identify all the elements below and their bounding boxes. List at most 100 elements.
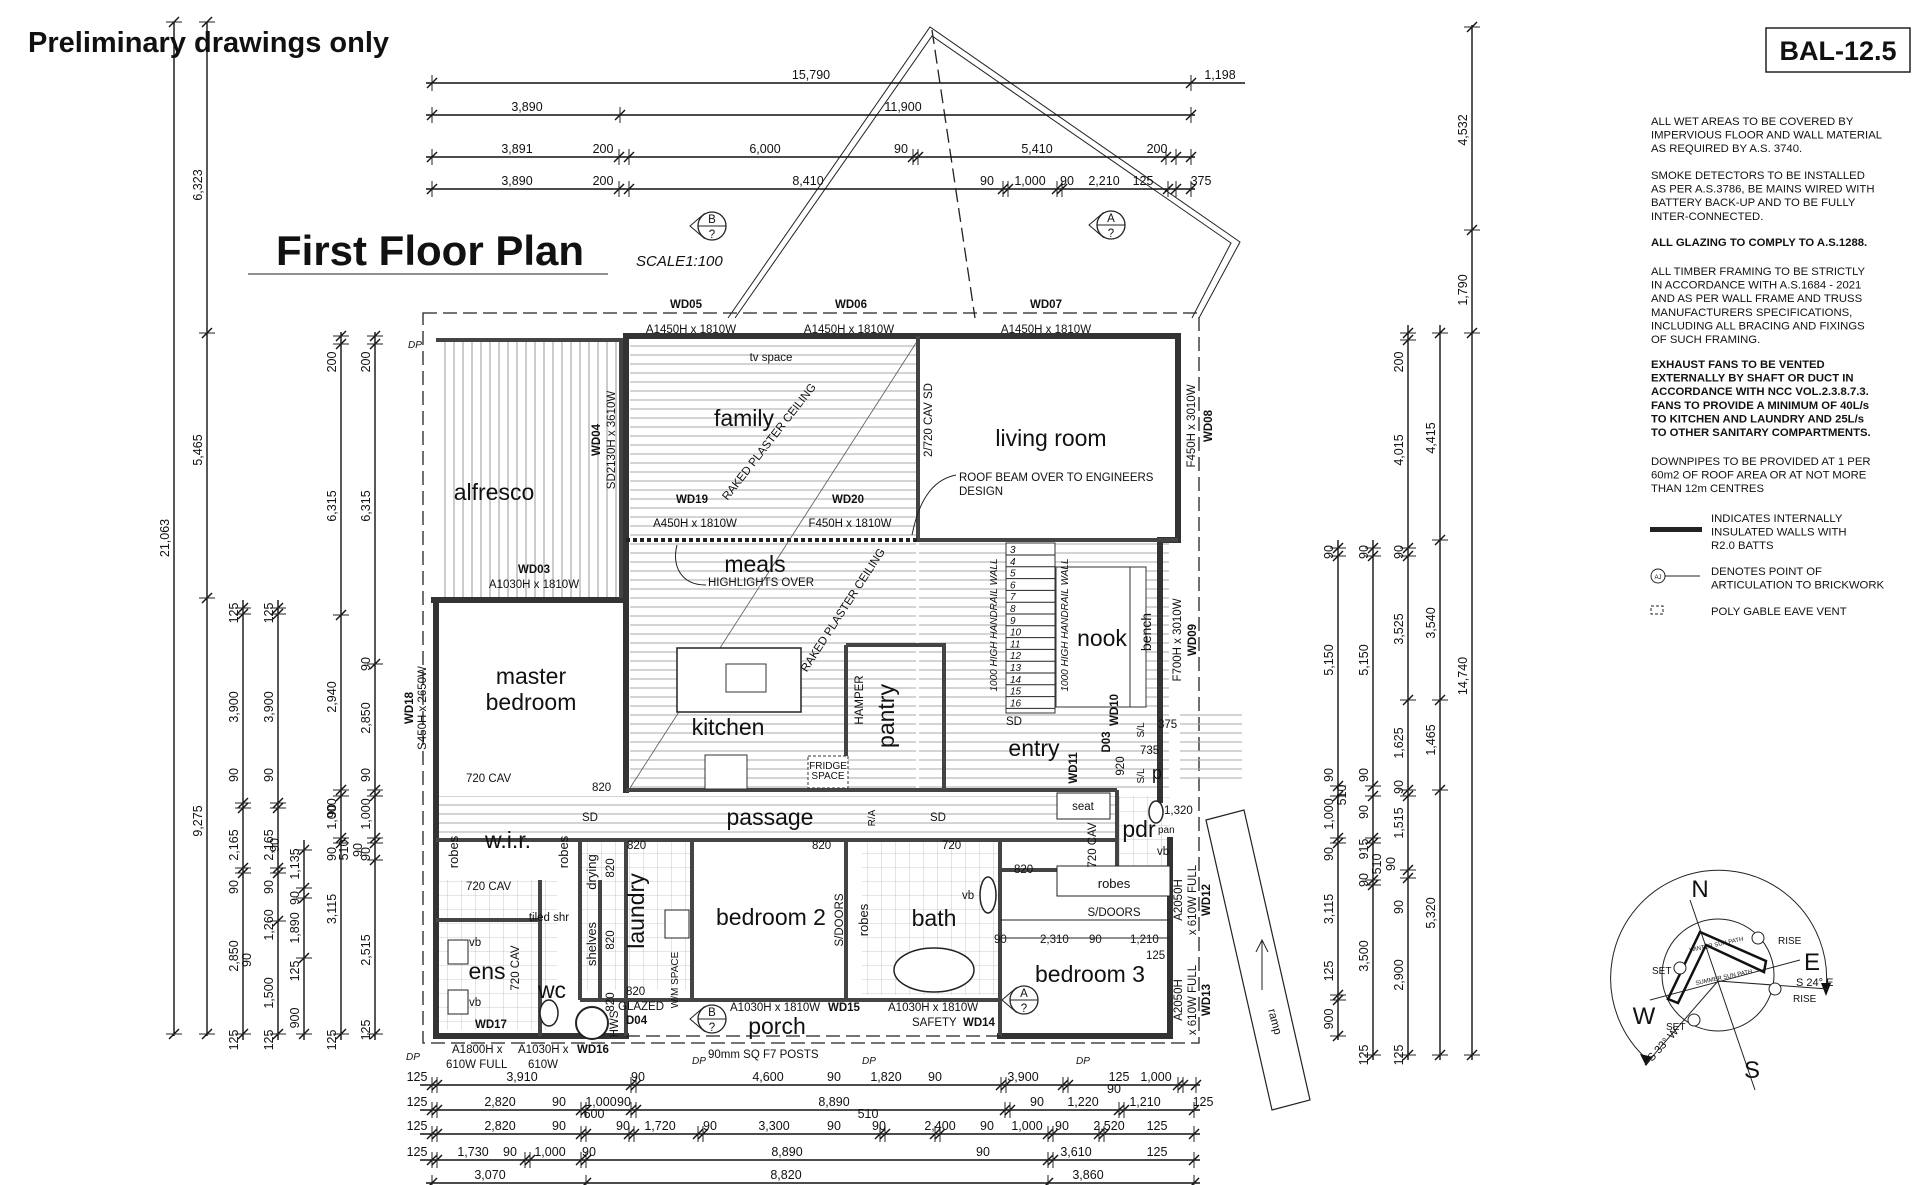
- dimension-label: 2,820: [484, 1119, 515, 1133]
- general-note-line: ALL TIMBER FRAMING TO BE STRICTLY: [1651, 266, 1866, 278]
- sidelight-label: S/L: [1136, 768, 1147, 783]
- window-wd03: WD03: [518, 564, 550, 576]
- dimension-label: 125: [1322, 961, 1336, 982]
- summer-sun-path-label: SUMMER SUN PATH: [1695, 969, 1753, 987]
- window-wd07: WD07: [1030, 299, 1062, 311]
- window-wd17-width: 610W FULL: [446, 1059, 508, 1071]
- section-marker-a: A?: [1088, 210, 1126, 240]
- window-wd13-size: A2050H: [1173, 979, 1185, 1021]
- vanity-basin-label: vb: [469, 937, 481, 949]
- compass-south: S: [1744, 1057, 1760, 1084]
- general-note-line: ALL GLAZING TO COMPLY TO A.S.1288.: [1651, 237, 1867, 249]
- cav-720-label: 720 CAV: [466, 881, 512, 893]
- window-wd17-size: A1800H x: [452, 1044, 503, 1056]
- downpipe-label: DP: [406, 1052, 420, 1063]
- bathtub-icon: [893, 947, 975, 993]
- dimension-label: 90: [359, 847, 373, 861]
- stair-step-number: 13: [1010, 663, 1022, 674]
- dimension-label: 3,610: [1060, 1145, 1091, 1159]
- window-wd03-size: A1030H x 1810W: [489, 579, 579, 591]
- dimension-label: 1,000: [1011, 1119, 1042, 1133]
- window-wd16: WD16: [577, 1044, 609, 1056]
- window-wd12-width: x 610W FULL: [1187, 864, 1199, 935]
- cav-sd-label: 2/720 CAV SD: [923, 383, 935, 457]
- dimension-label: 1,625: [1392, 727, 1406, 758]
- section-sheet: ?: [709, 229, 715, 241]
- dimension-label: 90: [980, 1119, 994, 1133]
- general-note-line: INTER-CONNECTED.: [1651, 211, 1763, 223]
- dimension-label: 3,300: [758, 1119, 789, 1133]
- dimension-label: 1,000: [1322, 798, 1336, 829]
- p-label: p: [1152, 763, 1162, 783]
- landing-hatch: [1180, 712, 1242, 782]
- dimension-label: 2,400: [924, 1119, 955, 1133]
- stair-step-number: 9: [1010, 616, 1016, 627]
- summer-rise-label: RISE: [1793, 994, 1817, 1005]
- stair-step-number: 6: [1010, 580, 1016, 591]
- dim-375: 375: [1158, 719, 1177, 731]
- legend-text: POLY GABLE EAVE VENT: [1711, 606, 1847, 618]
- tv-space-label: tv space: [750, 352, 793, 364]
- dimension-label: 5,150: [1322, 644, 1336, 675]
- ensuite-basin-icon: [447, 989, 469, 1015]
- dimension-label: 8,410: [792, 174, 823, 188]
- dimension-label: 3,910: [506, 1070, 537, 1084]
- north-compass: N E S W RISE RISE SET SET WINTER SUN PAT…: [1610, 869, 1833, 1091]
- dimension-label: 125: [1147, 1119, 1168, 1133]
- alfresco-deck: [437, 340, 621, 598]
- dimension-label: 1,000: [359, 798, 373, 829]
- room-wc: wc: [537, 977, 566, 1003]
- dimension-label: 510: [1370, 854, 1384, 875]
- window-wd11: WD11: [1068, 752, 1080, 784]
- stair-step-number: 12: [1010, 651, 1022, 662]
- dimension-label: 90: [351, 843, 365, 857]
- hot-water-system-icon: [575, 1006, 609, 1040]
- room-wir: w.i.r.: [484, 827, 531, 853]
- roof-gable-outline: [727, 26, 1241, 319]
- roof-beam-leader: [911, 474, 957, 536]
- sun-icon: [1751, 931, 1765, 945]
- smoke-detector-label: SD: [930, 812, 946, 824]
- dimension-label: 2,940: [325, 681, 339, 712]
- dimension-label: 90: [703, 1119, 717, 1133]
- dim-90: 90: [1089, 934, 1102, 946]
- general-note-line: FANS TO PROVIDE A MINIMUM OF 40L/s: [1651, 400, 1869, 412]
- window-wd09-size: F700H x 3010W: [1172, 598, 1184, 681]
- dimension-label: 200: [1147, 142, 1168, 156]
- window-wd19-size: A450H x 1810W: [653, 518, 737, 530]
- window-wd12: WD12: [1201, 884, 1213, 916]
- pdr-toilet-icon: [1148, 800, 1164, 824]
- dimension-label: 1,135: [288, 848, 302, 879]
- window-wd14-size: A1030H x 1810W: [888, 1002, 978, 1014]
- sink-icon: [725, 663, 767, 693]
- dimension-label: 5,150: [1357, 644, 1371, 675]
- dimension-label: 1,720: [644, 1119, 675, 1133]
- general-note-line: INCLUDING ALL BRACING AND FIXINGS: [1651, 320, 1865, 332]
- legend-text: INSULATED WALLS WITH: [1711, 526, 1847, 538]
- dimension-label: 5,465: [191, 434, 205, 465]
- section-letter: A: [1020, 988, 1028, 1000]
- general-note-line: EXTERNALLY BY SHAFT OR DUCT IN: [1651, 373, 1854, 385]
- dimension-label: 1,515: [1392, 807, 1406, 838]
- preliminary-notice: Preliminary drawings only: [28, 27, 389, 59]
- stair-step-number: 5: [1010, 569, 1016, 580]
- dimension-label: 125: [407, 1095, 428, 1109]
- room-living: living room: [995, 425, 1106, 451]
- fridge-space: [807, 755, 849, 789]
- window-wd05: WD05: [670, 299, 703, 311]
- dimension-label: 6,323: [191, 169, 205, 200]
- window-wd04: WD04: [591, 423, 603, 456]
- articulation-point-symbol-text: AJ: [1654, 575, 1661, 581]
- bal-rating: BAL-12.5: [1779, 36, 1896, 66]
- room-meals: meals: [724, 551, 785, 577]
- dimension-label: 90: [1392, 545, 1406, 559]
- dimension-label: 5,320: [1424, 897, 1438, 928]
- compass-east: E: [1804, 949, 1820, 976]
- dimension-label: 8,820: [770, 1168, 801, 1182]
- stair-step-number: 15: [1010, 687, 1022, 698]
- handrail-wall-label: 1000 HIGH HANDRAIL WALL: [989, 558, 1000, 691]
- dim-1320: 1,320: [1164, 805, 1193, 817]
- door-width-820: 820: [812, 840, 831, 852]
- dimension-label: 200: [1392, 352, 1406, 373]
